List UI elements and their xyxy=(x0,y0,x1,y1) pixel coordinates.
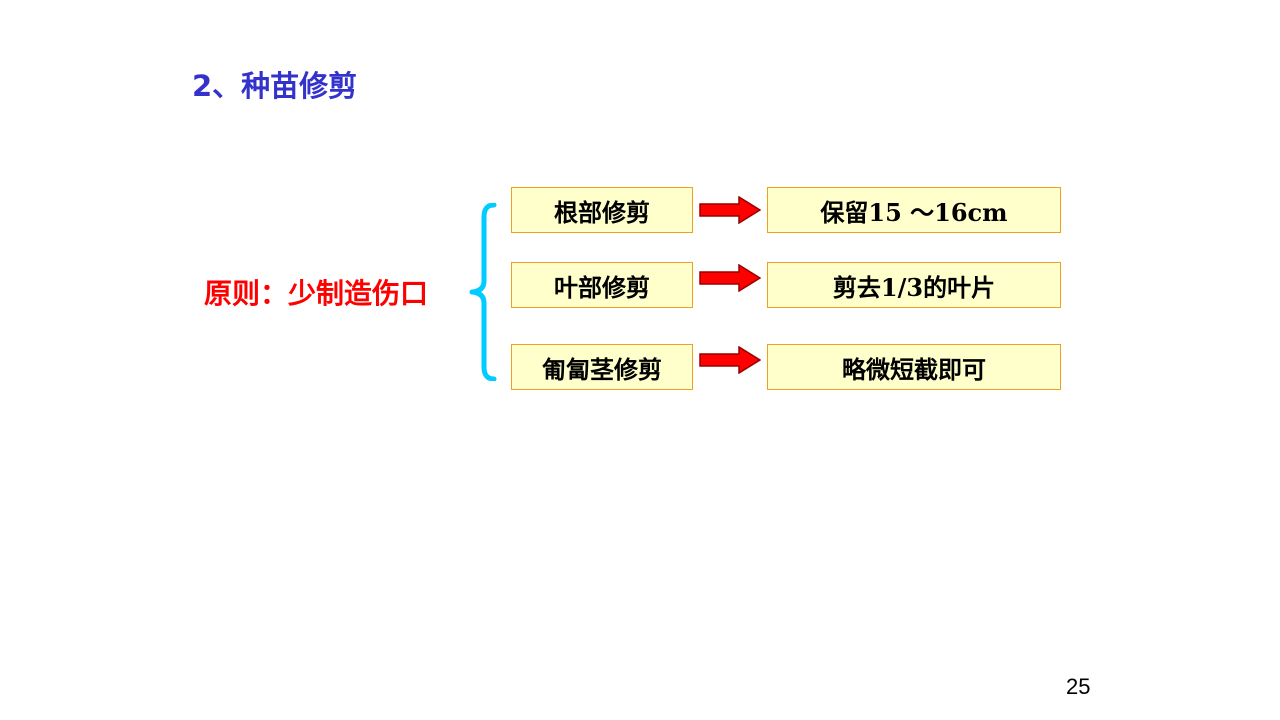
action-label-stolon: 略微短截即可 xyxy=(842,354,986,384)
left-brace-icon xyxy=(469,203,497,381)
action-box-leaf: 剪去1/3的叶片 xyxy=(767,262,1061,308)
right-arrow-icon xyxy=(699,346,761,374)
part-box-root: 根部修剪 xyxy=(511,187,693,233)
slide-title: 2、种苗修剪 xyxy=(192,69,358,103)
action-box-stolon: 略微短截即可 xyxy=(767,344,1061,390)
part-label-root: 根部修剪 xyxy=(554,197,650,227)
part-label-stolon: 匍匐茎修剪 xyxy=(542,354,662,384)
part-box-stolon: 匍匐茎修剪 xyxy=(511,344,693,390)
action-box-root: 保留15 ～16cm xyxy=(767,187,1061,233)
part-box-leaf: 叶部修剪 xyxy=(511,262,693,308)
action-label-root: 保留15 ～16cm xyxy=(820,197,1008,227)
part-label-leaf: 叶部修剪 xyxy=(554,272,650,302)
page-number: 25 xyxy=(1066,674,1091,699)
right-arrow-icon xyxy=(699,196,761,224)
principle-label: 原则：少制造伤口 xyxy=(204,277,429,310)
action-label-leaf: 剪去1/3的叶片 xyxy=(832,272,996,302)
right-arrow-icon xyxy=(699,264,761,292)
